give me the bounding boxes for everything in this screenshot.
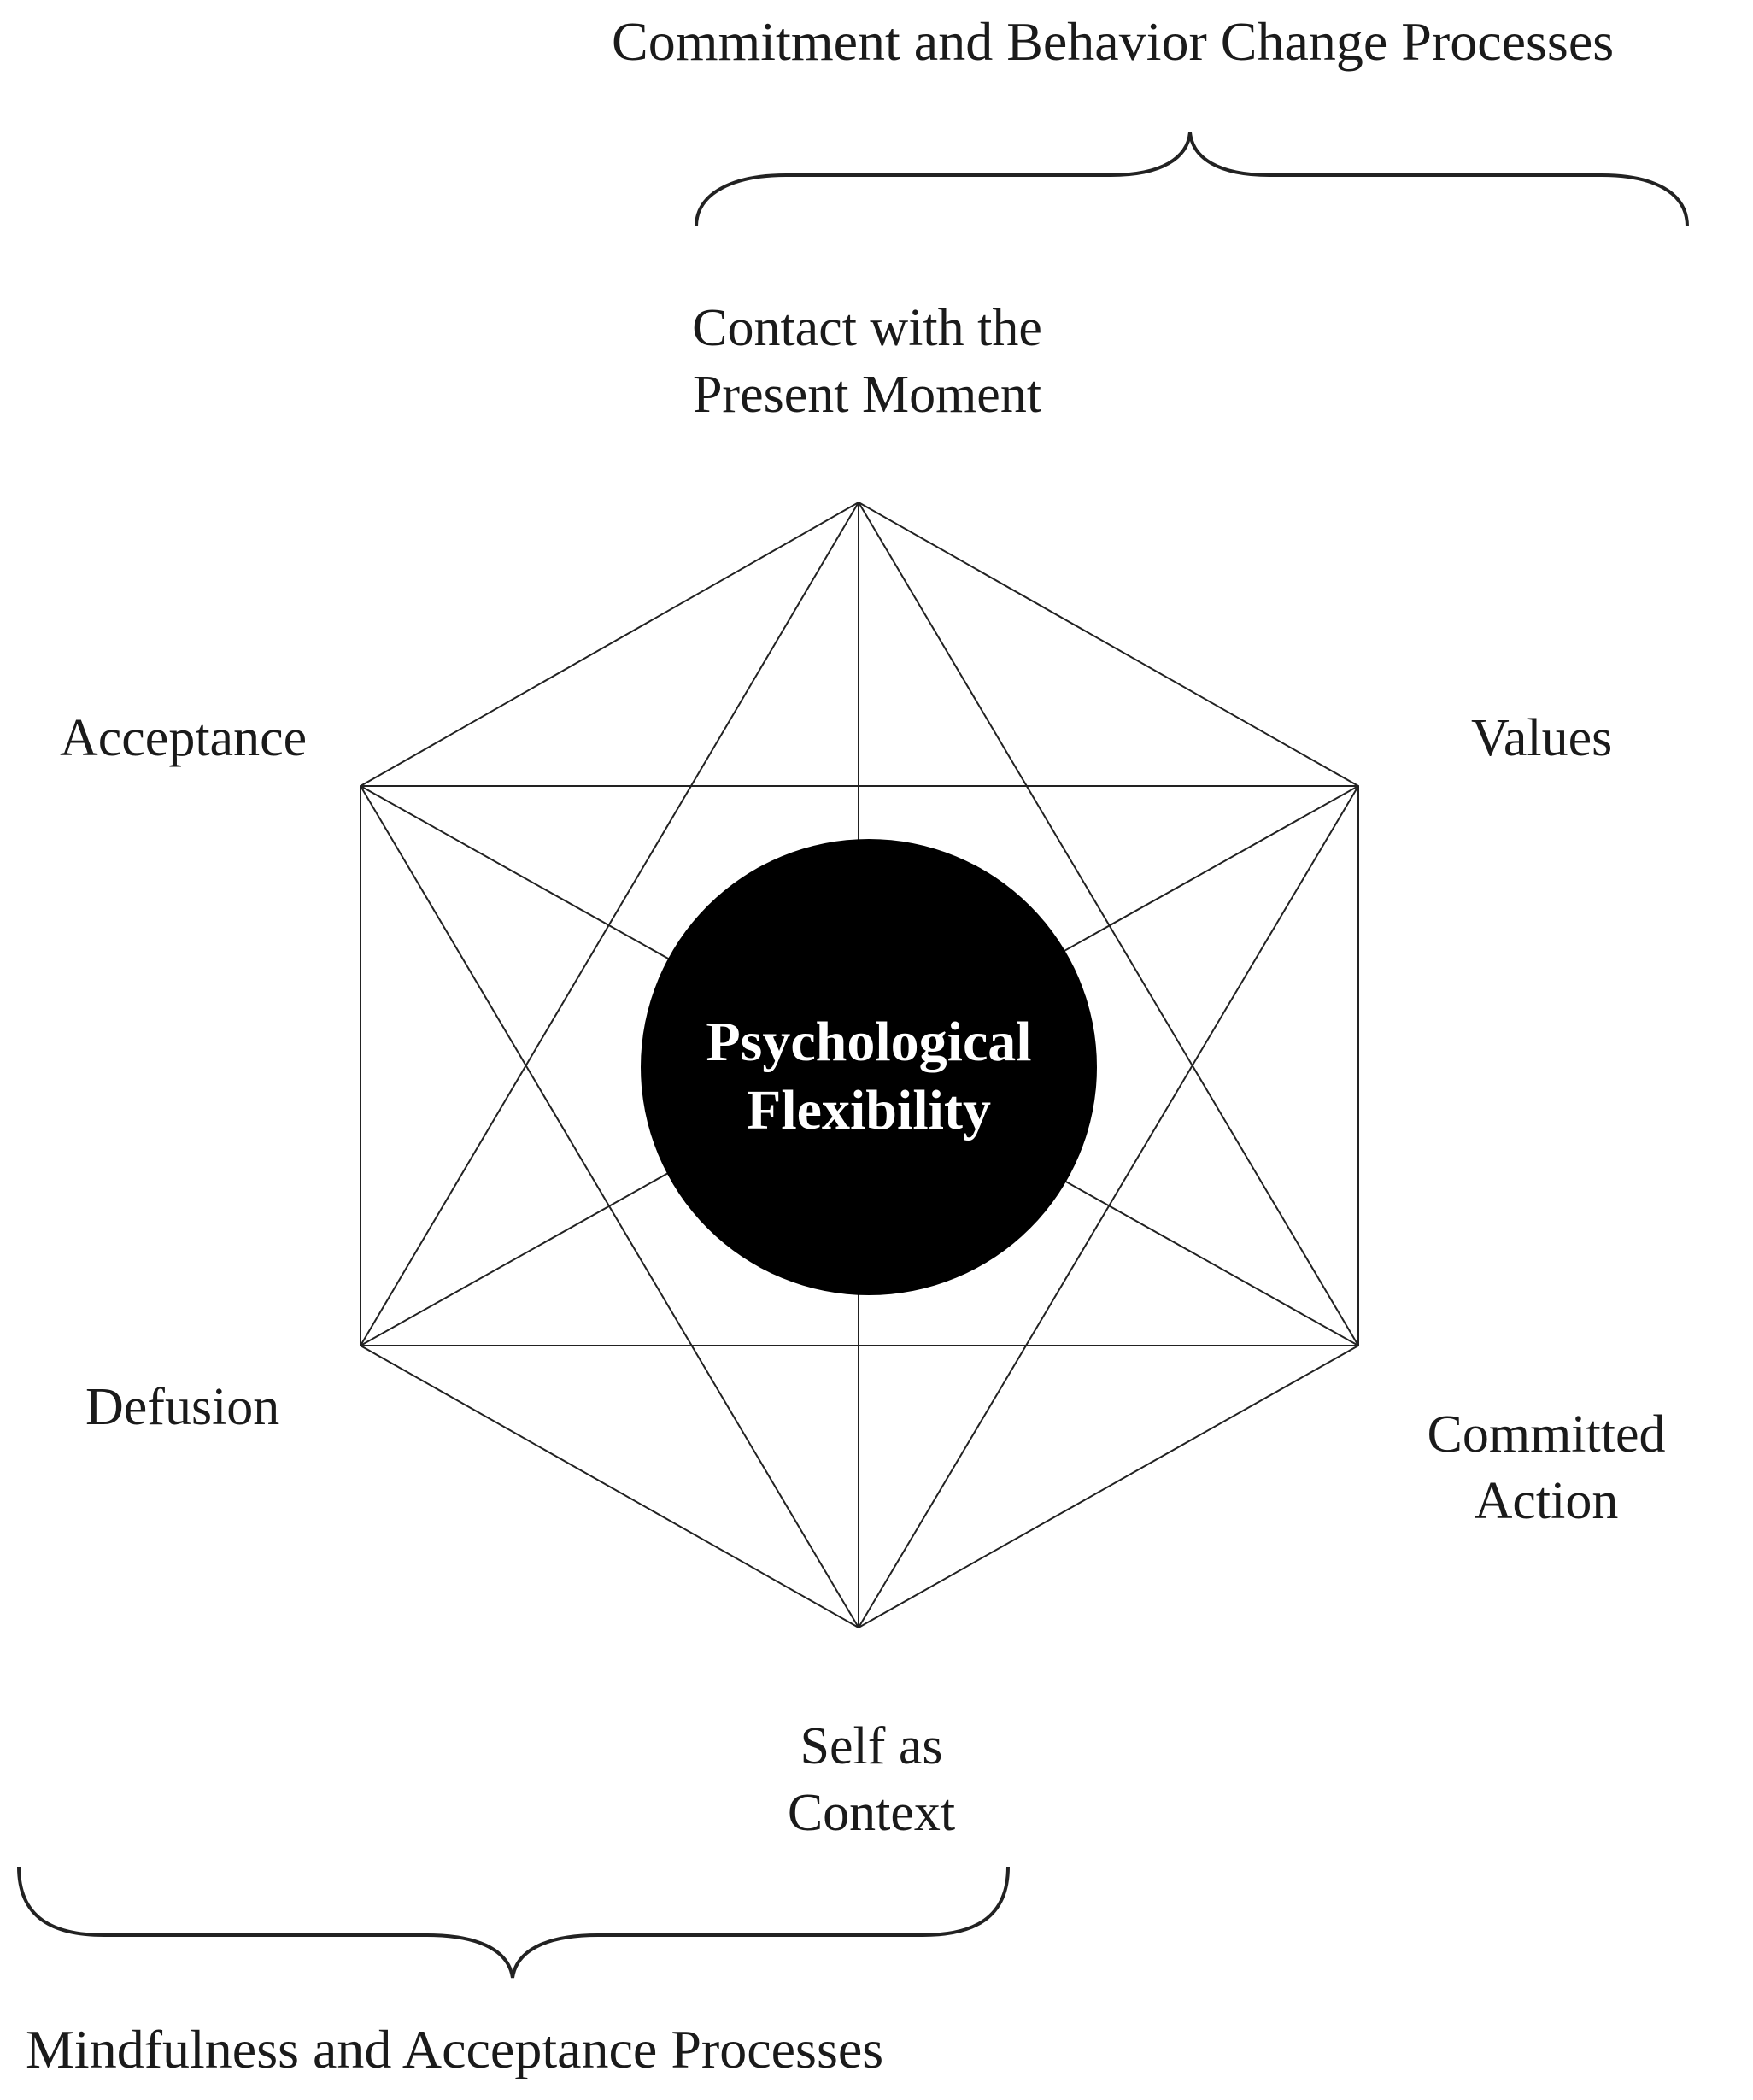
node-label-values: Values bbox=[1471, 709, 1613, 767]
node-label-contact-present-moment: Contact with the Present Moment bbox=[632, 295, 1102, 428]
connector-top-defusion bbox=[360, 502, 859, 1346]
connector-bottom-values bbox=[858, 785, 1359, 1628]
group-label-bottom: Mindfulness and Acceptance Processes bbox=[26, 2019, 884, 2079]
node-label-line: Contact with the bbox=[692, 299, 1042, 357]
center-label-line: Flexibility bbox=[747, 1079, 991, 1141]
top-brace bbox=[695, 132, 1689, 227]
node-label-line: Self as bbox=[800, 1717, 943, 1775]
center-label-line: Psychological bbox=[706, 1011, 1032, 1073]
node-label-committed-action: Committed Action bbox=[1375, 1401, 1717, 1534]
group-label-top: Commitment and Behavior Change Processes bbox=[612, 11, 1615, 72]
node-label-defusion: Defusion bbox=[85, 1378, 280, 1436]
node-label-line: Present Moment bbox=[692, 366, 1042, 424]
node-label-acceptance: Acceptance bbox=[60, 709, 308, 767]
center-label-psychological-flexibility: Psychological Flexibility bbox=[655, 1008, 1082, 1145]
node-label-line: Committed bbox=[1427, 1405, 1666, 1464]
node-label-line: Context bbox=[787, 1784, 956, 1842]
connector-top-committed-action bbox=[858, 502, 1359, 1346]
node-label-line: Action bbox=[1474, 1472, 1619, 1530]
psychological-flexibility-circle bbox=[641, 839, 1097, 1295]
bottom-brace bbox=[17, 1866, 1010, 1979]
node-label-self-as-context: Self as Context bbox=[735, 1713, 1008, 1846]
